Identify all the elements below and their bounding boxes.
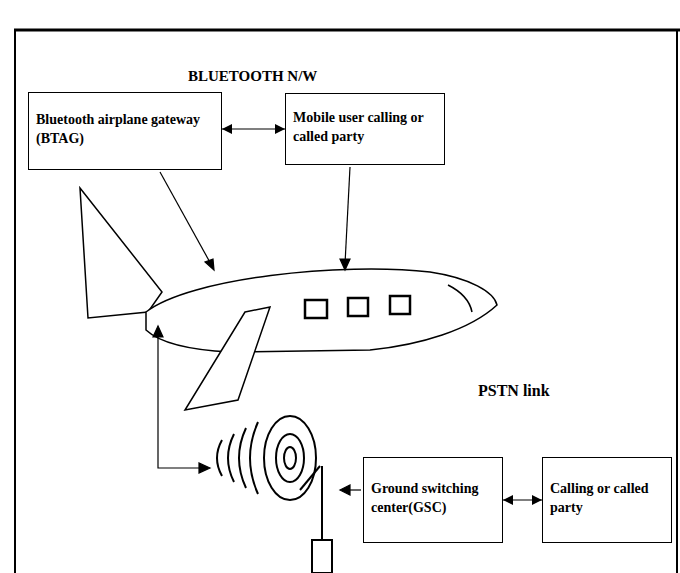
box-text: Mobile user calling or called party [293, 109, 437, 147]
arrow-head [222, 124, 232, 134]
arrow-head [503, 495, 513, 505]
frame-line [14, 29, 680, 32]
leader-arrows [160, 167, 350, 270]
radio-wave [250, 422, 258, 494]
link-label: PSTN link [478, 382, 550, 400]
frame-line [676, 30, 678, 573]
arrow-head [340, 259, 350, 270]
arrow-head [275, 124, 285, 134]
cockpit-line [448, 285, 472, 312]
arrow-head [532, 495, 542, 505]
gateway-box: Bluetooth airplane gateway (BTAG) [28, 92, 222, 170]
box-text: Bluetooth airplane gateway (BTAG) [36, 111, 214, 149]
dish-base [312, 540, 332, 573]
radio-wave [228, 434, 234, 482]
connector [503, 495, 542, 505]
wing [185, 307, 270, 410]
party-box: Calling or called party [542, 457, 672, 543]
radio-link [153, 326, 210, 473]
box-text: Ground switching center(GSC) [371, 480, 495, 518]
dish-inner [276, 434, 304, 482]
link-line [158, 334, 202, 468]
box-text: Calling or called party [550, 480, 664, 518]
airplane-drawing [80, 188, 497, 410]
connector [222, 124, 285, 134]
arrow-head [340, 485, 350, 495]
window [390, 296, 410, 314]
arrow-head [153, 326, 163, 337]
dish-mast [321, 466, 323, 540]
fuselage [146, 269, 497, 352]
dish-antenna [217, 416, 332, 573]
window [348, 298, 368, 316]
frame-line [14, 30, 16, 573]
window [305, 300, 327, 318]
dish-arm [300, 466, 320, 490]
mobile-user-box: Mobile user calling or called party [285, 93, 445, 165]
diagram-title: BLUETOOTH N/W [188, 68, 317, 85]
dish-link [340, 485, 361, 495]
switching-center-box: Ground switching center(GSC) [363, 457, 503, 543]
dish-inner [284, 447, 296, 469]
dish [264, 416, 316, 500]
arrow-head [205, 259, 214, 270]
leader-line [160, 172, 212, 266]
arrow-head [199, 463, 210, 473]
radio-wave [239, 428, 246, 488]
leader-line [345, 167, 350, 264]
radio-wave [217, 440, 222, 476]
tail-fin [80, 188, 162, 318]
